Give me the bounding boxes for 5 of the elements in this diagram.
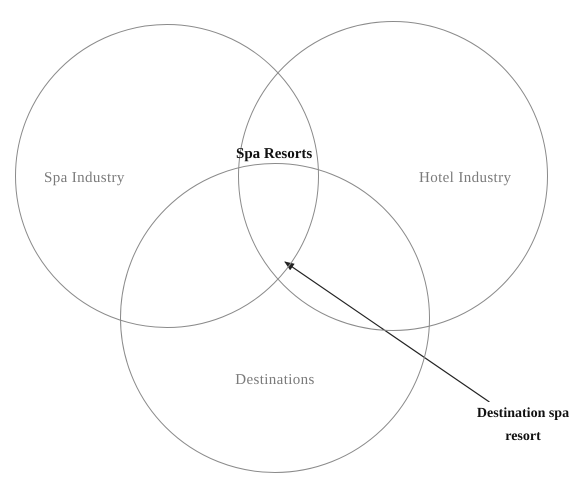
circle-label: Hotel Industry — [419, 169, 512, 188]
overlap-label: Spa Resorts — [236, 145, 312, 164]
leader-line — [284, 261, 490, 402]
circle-label: Destinations — [235, 371, 315, 390]
circle-label: Spa Industry — [44, 169, 125, 188]
